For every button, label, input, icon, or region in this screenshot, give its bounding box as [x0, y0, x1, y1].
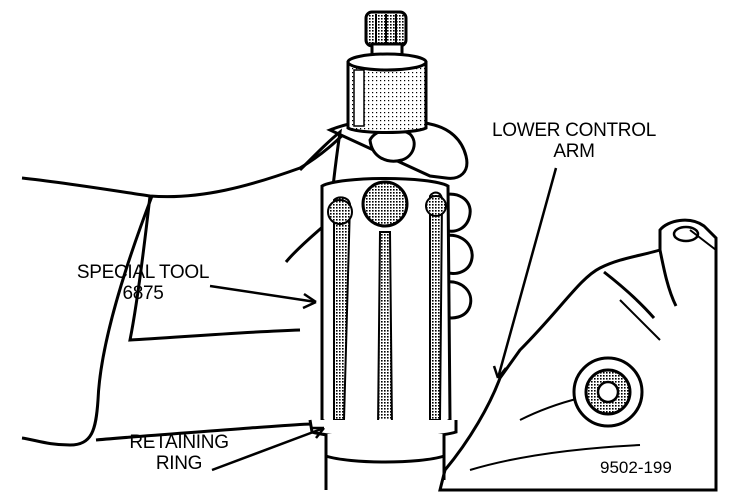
label-lower-control-arm-line1: LOWER CONTROL [492, 120, 656, 141]
label-lower-control-arm-line2: ARM [553, 141, 595, 162]
special-tool-6875 [308, 10, 458, 490]
label-retaining-ring-line2: RING [155, 453, 203, 474]
label-special-tool-line2: 6875 [122, 283, 164, 304]
figure-number: 9502-199 [600, 458, 672, 477]
knuckle-nut [572, 356, 644, 428]
label-special-tool: SPECIAL TOOL 6875 [58, 262, 228, 304]
leader-lower-control-arm [492, 167, 558, 379]
label-special-tool-line1: SPECIAL TOOL [76, 262, 210, 283]
label-lower-control-arm: LOWER CONTROL ARM [476, 120, 672, 162]
leader-lines [209, 167, 558, 472]
label-retaining-ring: RETAINING RING [112, 432, 246, 474]
leader-retaining-ring [211, 426, 325, 472]
label-retaining-ring-line1: RETAINING [129, 432, 229, 453]
lower-control-arm-part [438, 218, 718, 492]
arm-outline [21, 124, 353, 447]
leader-special-tool [209, 284, 317, 310]
